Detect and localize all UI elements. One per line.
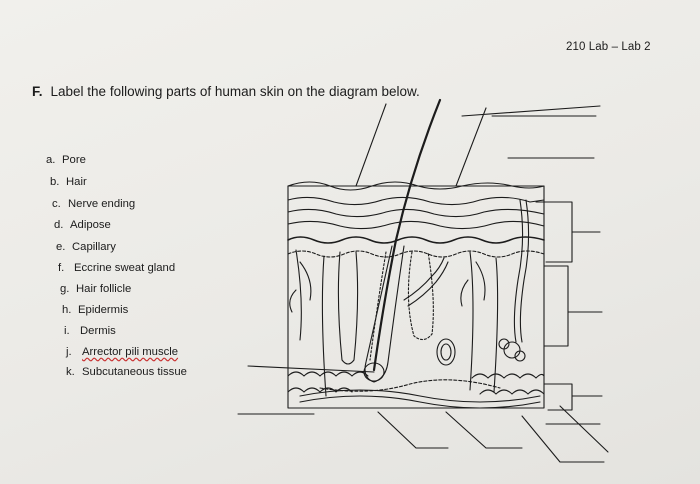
- list-item: b.Hair: [50, 176, 87, 188]
- course-header: 210 Lab – Lab 2: [566, 41, 651, 53]
- hair-shaft: [455, 107, 487, 187]
- hair-follicle: [364, 245, 405, 383]
- leader-line: [445, 411, 523, 449]
- leader-line: [247, 365, 375, 373]
- hair-shaft: [355, 103, 387, 187]
- adipose-tissue: [479, 389, 545, 395]
- list-item: i.Dermis: [64, 325, 116, 337]
- blood-vessel: [299, 395, 541, 409]
- list-item: a.Pore: [46, 154, 86, 166]
- skin-top-surface: [287, 181, 545, 191]
- nerve-fiber: [289, 249, 312, 341]
- hair-shaft: [372, 98, 442, 372]
- misspelling-underline: Arrector pili muscle: [82, 346, 179, 358]
- sweat-gland-coil: [514, 350, 526, 362]
- sensory-corpuscle: [440, 343, 452, 361]
- leader-line: [543, 383, 573, 411]
- list-item: e.Capillary: [56, 241, 116, 253]
- dermal-border: [287, 250, 545, 258]
- skin-block-outline: [287, 185, 545, 409]
- leader-line: [377, 411, 449, 449]
- arrector-pili: [403, 257, 445, 301]
- question-prompt: F. Label the following parts of human ski…: [32, 84, 420, 99]
- leader-line: [543, 265, 569, 347]
- question-number: F.: [32, 84, 43, 99]
- list-item: f.Eccrine sweat gland: [58, 262, 176, 274]
- list-item: g.Hair follicle: [60, 283, 132, 295]
- capillary-loop: [407, 251, 434, 341]
- question-text: Label the following parts of human skin …: [50, 84, 420, 99]
- arrector-pili: [407, 261, 449, 307]
- leader-line: [461, 105, 601, 117]
- epidermis-layer: [287, 208, 545, 218]
- adipose-tissue: [471, 373, 545, 379]
- list-item: h.Epidermis: [62, 304, 129, 316]
- sweat-gland-coil: [498, 338, 510, 350]
- epidermis-layer: [287, 220, 545, 230]
- list-item: c.Nerve ending: [52, 198, 136, 210]
- sweat-gland-coil: [503, 341, 521, 359]
- leader-line: [559, 405, 609, 453]
- epidermis-layer: [287, 196, 545, 206]
- adipose-tissue: [287, 371, 369, 377]
- blood-vessel: [299, 389, 541, 403]
- hair-follicle: [369, 251, 387, 361]
- dermal-border: [287, 236, 545, 244]
- sweat-duct: [519, 199, 530, 343]
- list-item: d.Adipose: [54, 219, 111, 231]
- sensory-corpuscle: [436, 338, 456, 366]
- nerve-fiber: [460, 251, 486, 391]
- capillary-loop: [337, 251, 359, 365]
- blood-vessel: [319, 379, 501, 392]
- sweat-duct: [513, 199, 524, 343]
- nerve-fiber: [321, 255, 327, 397]
- adipose-tissue: [287, 387, 353, 393]
- list-item: k.Subcutaneous tissue: [66, 366, 187, 378]
- nerve-fiber: [493, 257, 499, 393]
- list-item: j.Arrector pili muscle: [66, 346, 179, 358]
- leader-line: [521, 415, 605, 463]
